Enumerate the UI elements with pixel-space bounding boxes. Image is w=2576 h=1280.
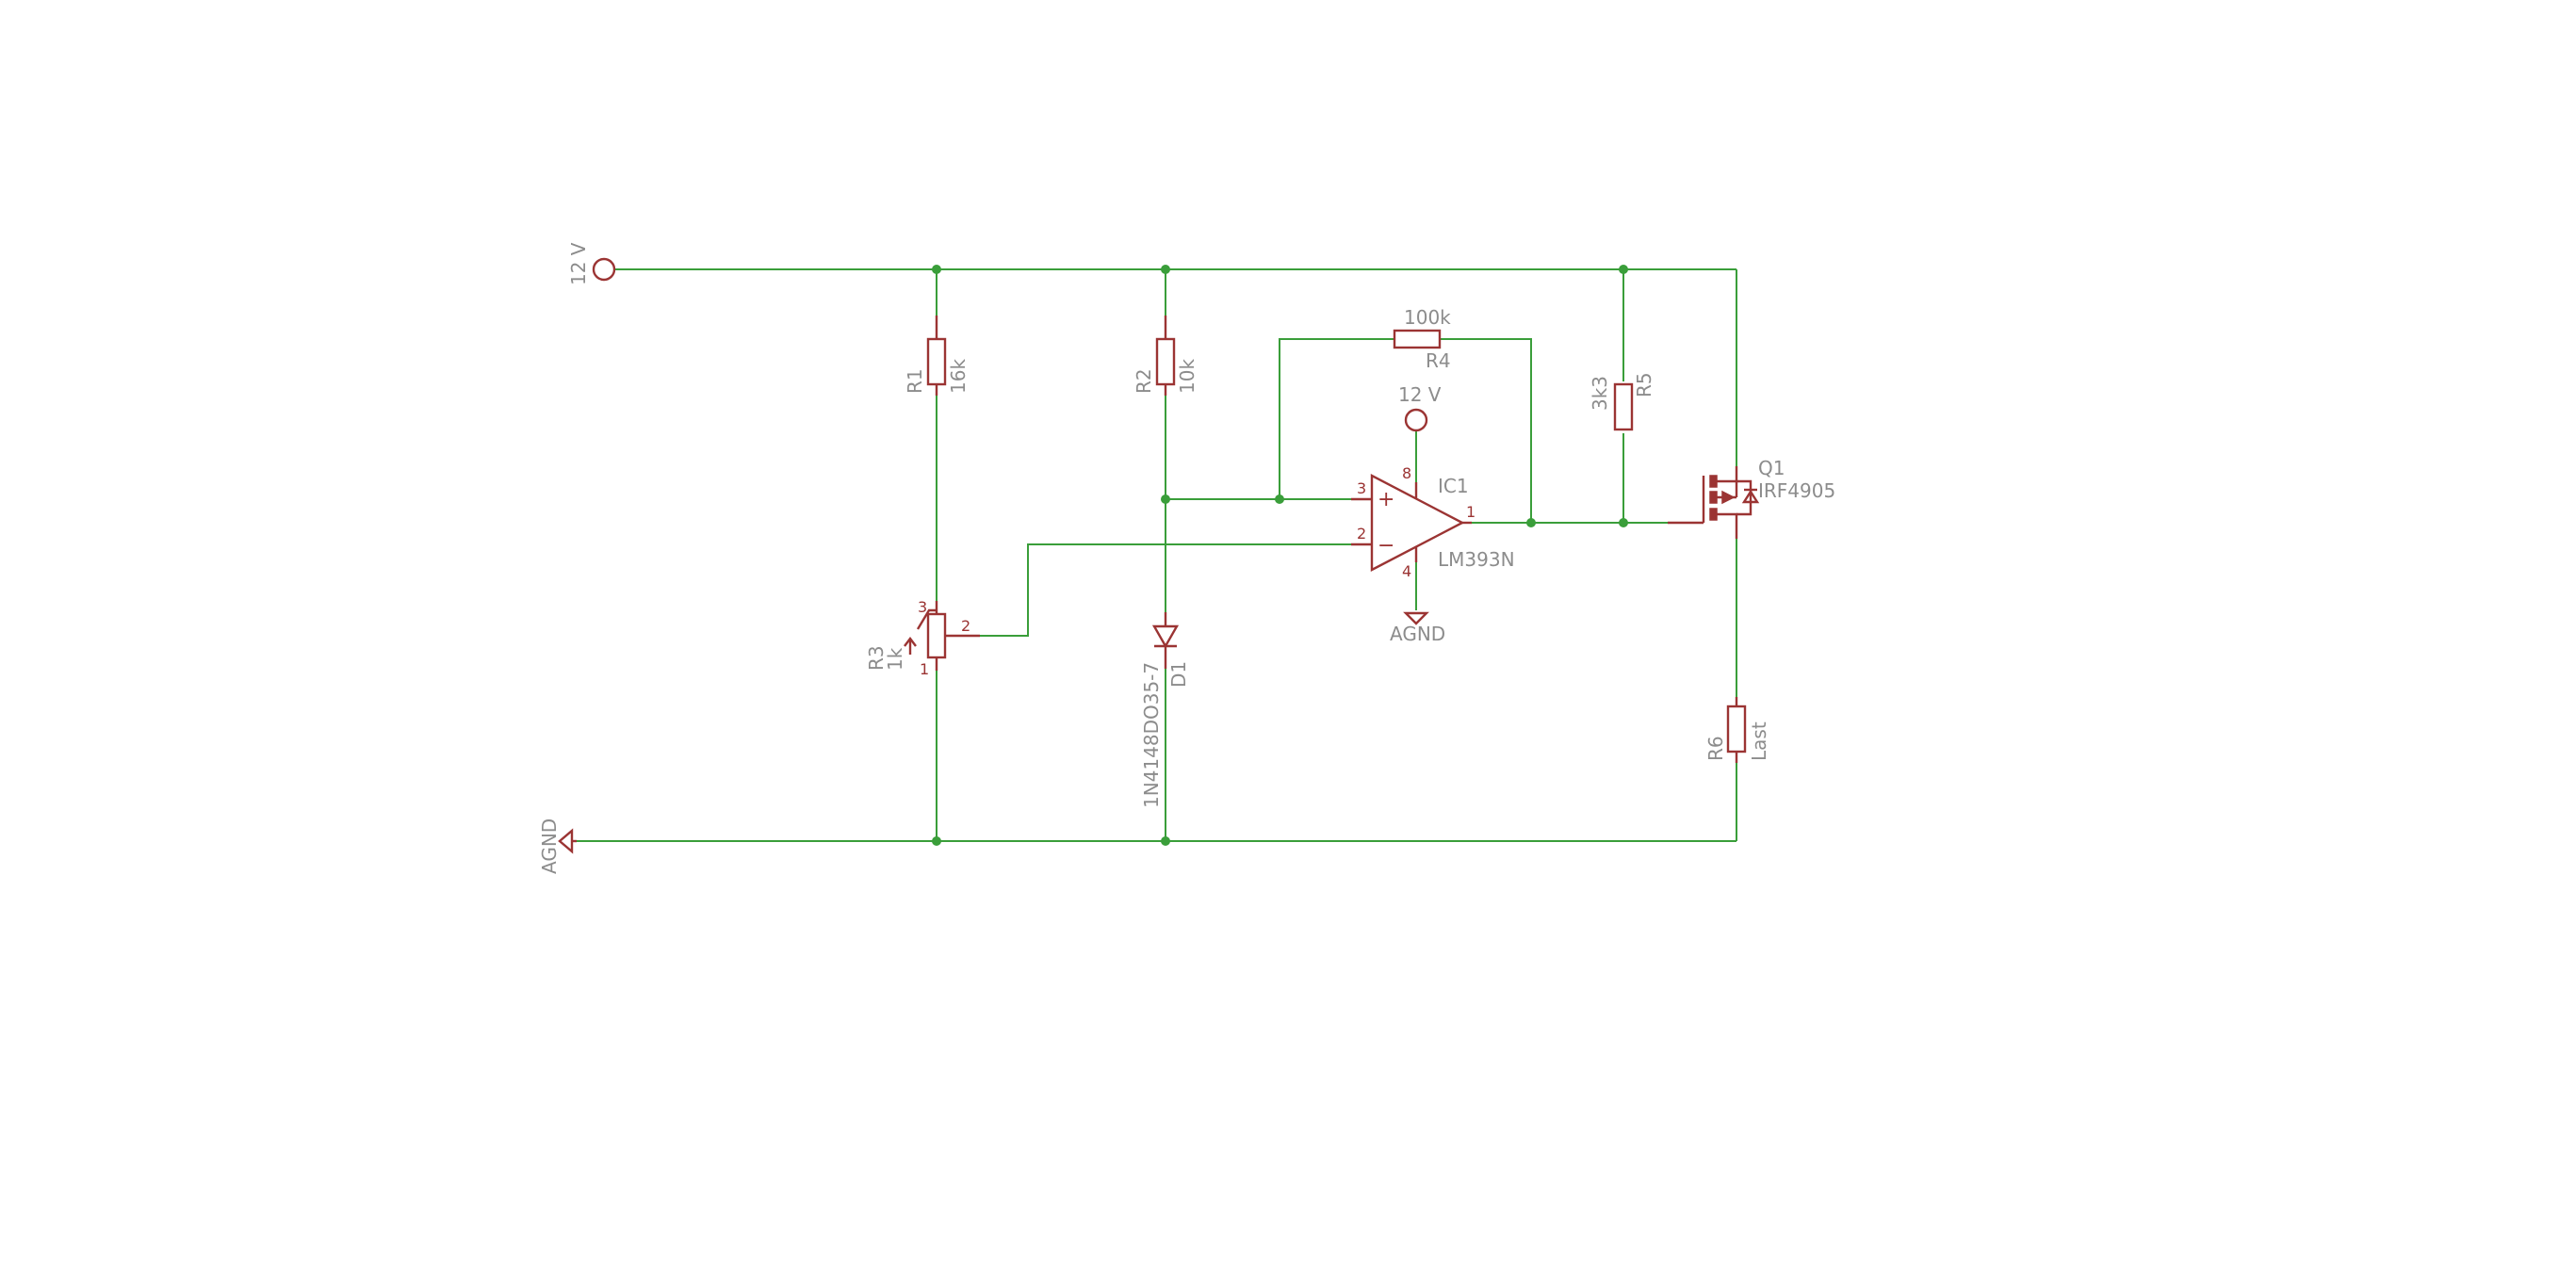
r6-name-label: R6 [1704,736,1727,761]
d1-triangle-icon [1151,624,1180,649]
mosfet-q1: Q1 IRF4905 [1668,457,1835,539]
comparator-ic1: + − 3 2 1 8 4 IC1 LM393N 12 V AGND [1351,383,1515,645]
junction-dot [932,836,941,846]
r3-pin2-label: 2 [961,617,970,635]
resistor-r5: 3k3 R5 [1589,372,1655,431]
resistor-r4: 100k R4 [1393,306,1451,372]
r1-name-label: R1 [904,368,926,394]
resistor-r1: R1 16k [904,316,970,396]
q1-channel-bottom [1709,508,1718,521]
r4-body [1393,329,1442,349]
wire-r4-left [1279,338,1394,499]
ic1-pin2-label: 2 [1357,525,1366,543]
ic1-ground-label: AGND [1390,623,1445,645]
junction-dot [1161,265,1170,274]
ic1-supply-label: 12 V [1398,383,1442,406]
d1-value-label: 1N4148DO35-7 [1140,662,1163,808]
ic1-value-label: LM393N [1438,548,1515,571]
r1-value-label: 16k [947,359,970,394]
ic1-name-label: IC1 [1438,475,1469,497]
ic1-pin4-label: 4 [1402,562,1411,580]
r6-value-label: Last [1748,721,1770,761]
r3-name-label: R3 [865,645,888,671]
q1-channel-mid [1709,491,1718,504]
r4-value-label: 100k [1404,306,1451,329]
ic1-plus-sign: + [1378,488,1394,511]
wire-r4-right [1440,338,1532,523]
supply-12v-label: 12 V [567,242,590,285]
junction-dot [1161,836,1170,846]
ic1-pin3-label: 3 [1357,479,1366,497]
junction-dot [1161,494,1170,504]
junctions [932,265,1628,846]
r3-body [926,612,947,659]
resistor-r6: R6 Last [1704,697,1770,763]
resistor-r2: R2 10k [1133,316,1198,396]
r4-name-label: R4 [1426,349,1451,372]
r2-name-label: R2 [1133,368,1155,394]
r5-name-label: R5 [1633,372,1655,397]
ground-symbol: AGND [538,818,577,874]
supply-12v-symbol: 12 V [567,242,616,285]
r5-value-label: 3k3 [1589,376,1611,411]
ground-triangle-icon [558,828,574,854]
r3-value-label: 1k [884,647,906,671]
r3-arrowhead-icon [904,637,917,647]
r6-body [1726,705,1747,753]
ic1-pin1-label: 1 [1466,503,1475,521]
supply-terminal-icon [592,257,616,282]
ic1-minus-sign: − [1378,534,1394,558]
q1-value-label: IRF4905 [1758,479,1835,502]
r2-value-label: 10k [1176,359,1198,394]
junction-dot [932,265,941,274]
r5-body [1613,382,1634,431]
r3-pin3-label: 3 [918,598,927,616]
ground-agnd-label: AGND [538,818,561,874]
q1-source-lead [1717,466,1738,483]
q1-drain-lead [1717,512,1738,539]
junction-dot [1275,494,1284,504]
junction-dot [1619,265,1628,274]
wires [575,268,1737,842]
q1-diode-frame [1736,479,1753,516]
ic1-ground-icon [1403,611,1429,625]
r2-body [1155,337,1176,386]
wire-wiper-to-minus [980,543,1351,637]
ic1-supply-terminal-icon [1404,408,1428,432]
q1-channel-top [1709,475,1718,488]
junction-dot [1619,518,1628,527]
q1-body-diode-icon [1741,489,1760,504]
diode-d1: 1N4148DO35-7 D1 [1140,612,1190,808]
r3-pin1-label: 1 [920,660,929,678]
potentiometer-r3: 3 1 2 R3 1k [865,598,980,678]
ic1-pin8-label: 8 [1402,464,1411,482]
r3-adjust-icon [916,608,937,630]
junction-dot [1526,518,1536,527]
q1-name-label: Q1 [1758,457,1785,479]
r1-body [926,337,947,386]
q1-arrow-icon [1721,490,1736,505]
d1-name-label: D1 [1167,661,1190,688]
